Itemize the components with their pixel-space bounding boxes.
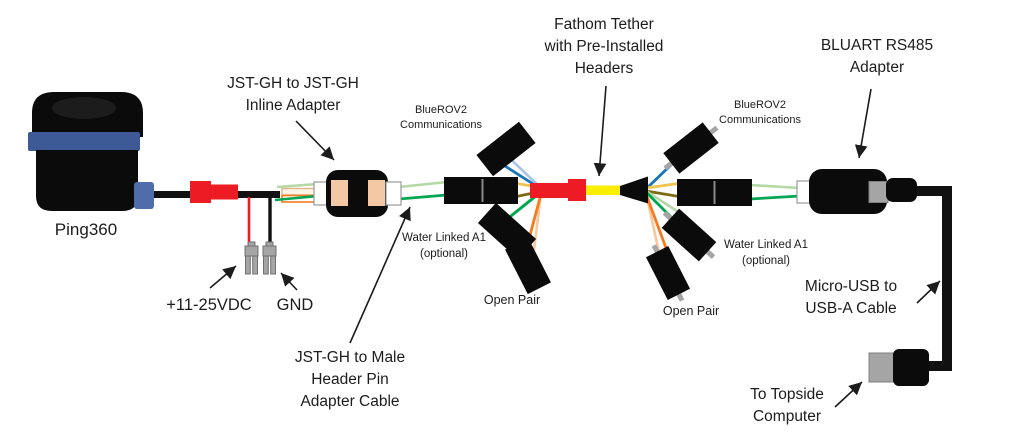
- usb-a-plug: [868, 349, 929, 386]
- bundle-green-wire: [274, 194, 319, 202]
- right-fan-olive-wire: [645, 189, 683, 199]
- ping360-head-sheen: [52, 97, 116, 119]
- bluart-light-green-wire: [749, 183, 801, 190]
- bluart-green-wire: [749, 194, 801, 201]
- left-header-pins: [444, 177, 518, 204]
- bluart-adapter: [796, 169, 917, 214]
- water-linked-left-label: Water Linked A1 (optional): [402, 232, 486, 260]
- right-bluerov2-header: [663, 122, 719, 174]
- ping360-device: [28, 92, 154, 211]
- inline-adapter-arrow: [295, 120, 335, 161]
- penetrator-body: [211, 184, 238, 200]
- right-fan-orange-wire: [644, 193, 671, 257]
- micro-usb-plug: [886, 178, 917, 202]
- ping360-blue-band: [28, 132, 140, 151]
- fathom-tether-arrow: [593, 85, 607, 177]
- tether-yellow-cable: [586, 185, 622, 195]
- micro-usb-cable-label: Micro-USB to USB-A Cable: [804, 278, 898, 317]
- power-positive-spade: [244, 241, 259, 275]
- power-positive-label: +11-25VDC: [166, 296, 252, 314]
- bluerov2-left-label: BlueROV2 Communications: [400, 104, 482, 131]
- power-ground-label: GND: [276, 296, 314, 314]
- usb-a-metal: [868, 352, 896, 383]
- right-openpair-header: [645, 244, 691, 302]
- ping360-body: [36, 150, 138, 211]
- topside-computer-label: To Topside Computer: [750, 386, 824, 425]
- power-positive-arrow: [209, 265, 237, 289]
- right-fan-light-green-wire: [645, 189, 684, 217]
- bluart-adapter-arrow: [854, 88, 872, 159]
- open-pair-left-label: Open Pair: [483, 293, 541, 307]
- right-header-pins: [677, 179, 752, 206]
- bundle-light-green-wire: [276, 182, 319, 189]
- right-waterlinked-header: [661, 208, 717, 262]
- tether-hub-block: [568, 179, 586, 201]
- adapter-light-green-wire: [398, 180, 448, 189]
- penetrator-nut: [190, 181, 211, 203]
- ping360-connector: [134, 182, 154, 209]
- inline-adapter-tan-left: [331, 180, 348, 206]
- inline-adapter-tan-right: [368, 180, 385, 206]
- power-ground-spade: [262, 241, 277, 275]
- topside-arrow: [834, 381, 863, 408]
- bluart-adapter-label: BLUART RS485 Adapter: [820, 37, 934, 76]
- water-linked-right-label: Water Linked A1 (optional): [724, 239, 808, 267]
- left-bluerov2-header: [476, 121, 536, 177]
- bluerov2-right-label: BlueROV2 Communications: [719, 99, 801, 126]
- fathom-tether-label: Fathom Tether with Pre-Installed Headers: [544, 16, 664, 77]
- male-header-cable-label: JST-GH to Male Header Pin Adapter Cable: [294, 349, 406, 410]
- bluart-jst-connector: [796, 180, 812, 204]
- usb-cable: [914, 186, 952, 371]
- inline-adapter: [313, 170, 402, 217]
- open-pair-right-label: Open Pair: [662, 304, 720, 318]
- tether-hub-sleeve: [530, 183, 570, 198]
- right-fan-gold-wire: [645, 181, 683, 190]
- bluart-usb-port: [868, 181, 889, 203]
- power-ground-arrow: [280, 272, 298, 291]
- ping360-label: Ping360: [54, 220, 118, 239]
- inline-adapter-jst-right: [385, 181, 402, 206]
- inline-adapter-label: JST-GH to JST-GH Inline Adapter: [227, 75, 359, 114]
- micro-usb-arrow: [916, 280, 941, 304]
- male-header-cable-arrow: [349, 206, 411, 344]
- annotation-arrows: [209, 85, 941, 408]
- usb-a-body: [893, 349, 929, 386]
- adapter-green-wire: [398, 193, 448, 201]
- tether-jacket-cone: [620, 176, 648, 204]
- left-openpair-header: [505, 237, 551, 295]
- bluart-body: [809, 169, 887, 214]
